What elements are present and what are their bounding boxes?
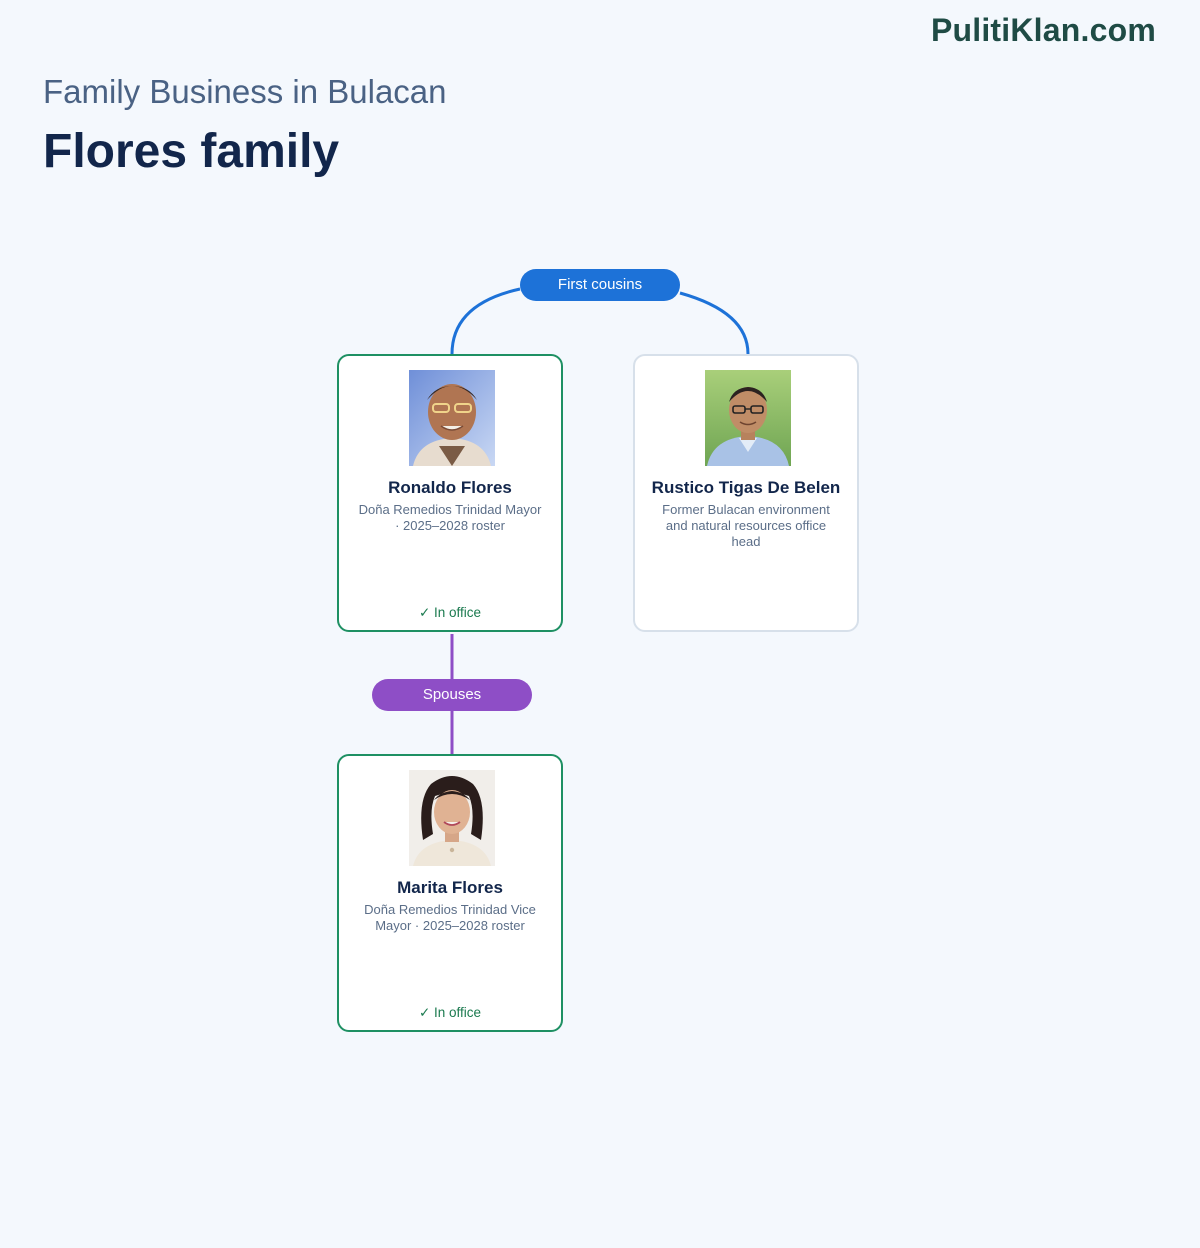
page-kicker: Family Business in Bulacan	[43, 73, 447, 110]
person-name: Ronaldo Flores	[388, 478, 512, 497]
cousins-connector	[679, 291, 750, 355]
portrait-rustico-tigas-de-belen	[705, 370, 791, 466]
page-title: Flores family	[43, 125, 340, 178]
relation-badge-first-cousins: First cousins	[520, 269, 680, 301]
status-in-office: ✓ In office	[418, 605, 482, 620]
portrait-ronaldo-flores	[409, 370, 495, 466]
person-name: Rustico Tigas De Belen	[651, 478, 841, 497]
person-role: Doña Remedios Trinidad Vice Mayor · 2025…	[364, 902, 536, 933]
person-card-rustico-tigas-de-belen[interactable]: Rustico Tigas De Belen Former Bulacan en…	[633, 354, 859, 632]
relation-badge-spouses: Spouses	[372, 679, 532, 711]
person-card-ronaldo-flores[interactable]: Ronaldo Flores Doña Remedios Trinidad Ma…	[337, 354, 563, 632]
person-name: Marita Flores	[397, 878, 503, 897]
person-card-marita-flores[interactable]: Marita Flores Doña Remedios Trinidad Vic…	[337, 754, 563, 1032]
portrait-marita-flores	[409, 770, 495, 866]
status-in-office: ✓ In office	[418, 1005, 482, 1020]
person-role: Doña Remedios Trinidad Mayor · 2025–2028…	[358, 502, 542, 533]
person-role: Former Bulacan environment and natural r…	[662, 502, 830, 549]
brand-logo: PulitiKlan.com	[930, 12, 1156, 48]
cousins-connector	[450, 287, 521, 355]
